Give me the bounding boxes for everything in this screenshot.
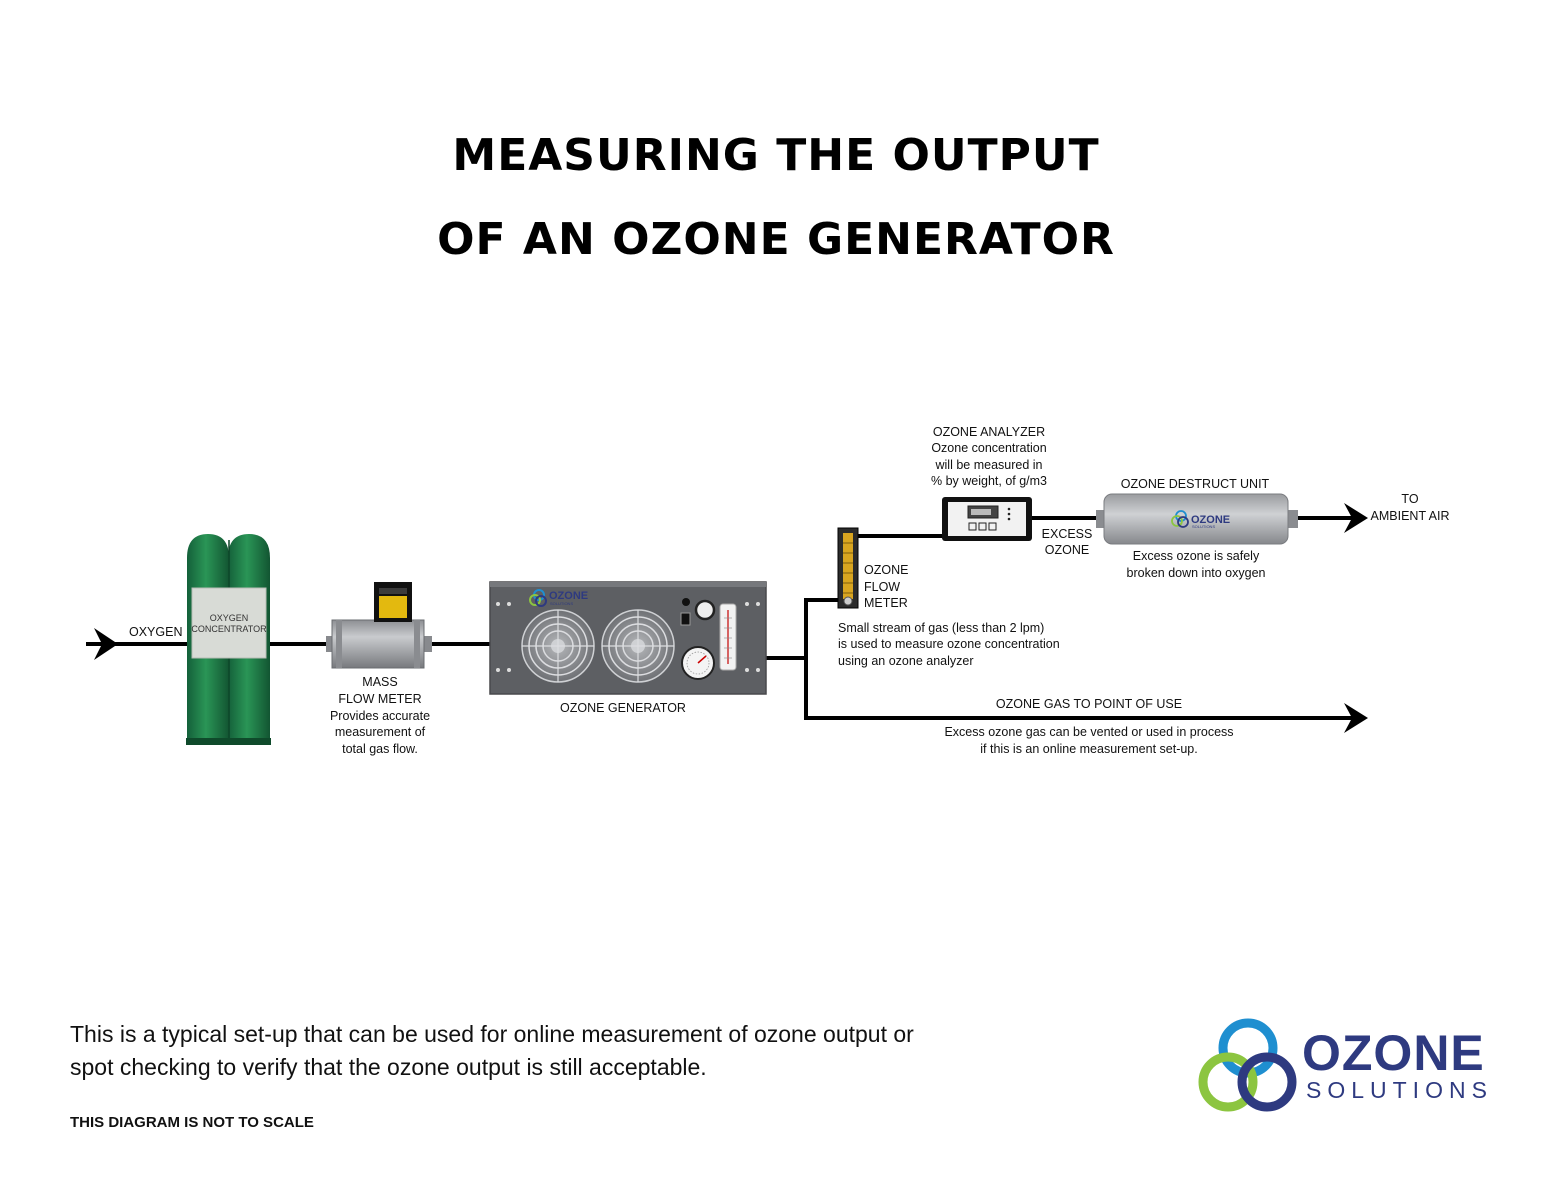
ambient-air-label-2: AMBIENT AIR	[1371, 509, 1450, 523]
thermometer-icon	[719, 603, 737, 671]
ozone-destruct-unit: OZONE SOLUTIONS	[1096, 493, 1298, 545]
footer-line-1: This is a typical set-up that can be use…	[70, 1021, 914, 1047]
destruct-unit-brand: OZONE	[1191, 514, 1230, 526]
point-of-use-note-2: if this is an online measurement set-up.	[980, 742, 1197, 756]
excess-ozone-label-2: OZONE	[1045, 543, 1089, 557]
excess-ozone-label-1: EXCESS	[1042, 527, 1093, 541]
knob-icon	[694, 599, 716, 621]
flow-meter-note-2: is used to measure ozone concentration	[838, 637, 1060, 651]
flow-meter-note-3: using an ozone analyzer	[838, 654, 974, 668]
footer-line-2: spot checking to verify that the ozone o…	[70, 1054, 707, 1080]
generator-brand: OZONE	[549, 590, 588, 602]
page-title-line2: OF AN OZONE GENERATOR	[437, 214, 1115, 265]
power-switch-icon	[680, 612, 691, 626]
oxygen-concentrator: OXYGEN CONCENTRATOR	[186, 534, 271, 745]
cooling-fan-icon	[601, 609, 675, 683]
cooling-fan-icon	[521, 609, 595, 683]
indicator-light-icon	[682, 598, 690, 606]
point-of-use-arrow	[1344, 703, 1368, 733]
ambient-air-arrow	[1344, 503, 1368, 533]
point-of-use-label: OZONE GAS TO POINT OF USE	[996, 697, 1182, 711]
ozone-analyzer-label-1: OZONE ANALYZER	[933, 425, 1045, 439]
generator-logo-icon	[529, 589, 547, 607]
generator-brand-sub: SOLUTIONS	[550, 601, 573, 606]
ozone-analyzer-label-2: Ozone concentration	[931, 441, 1046, 455]
ozone-solutions-logo-icon	[1198, 1018, 1297, 1112]
ozone-generator: OZONE SOLUTIONS	[489, 581, 767, 695]
scale-note: THIS DIAGRAM IS NOT TO SCALE	[70, 1114, 314, 1131]
pressure-gauge-icon	[681, 646, 715, 680]
flow-meter-note-1: Small stream of gas (less than 2 lpm)	[838, 621, 1044, 635]
oxygen-concentrator-label-2: CONCENTRATOR	[191, 624, 267, 634]
ozone-analyzer-label-4: % by weight, of g/m3	[931, 474, 1047, 488]
ozone-flow-meter	[837, 527, 859, 609]
mass-flow-meter-label-1: MASS	[362, 675, 397, 689]
mass-flow-meter-note-2: measurement of	[335, 725, 426, 739]
footer-description: This is a typical set-up that can be use…	[70, 1018, 1070, 1084]
oxygen-input-label: OXYGEN	[129, 625, 183, 639]
destruct-unit-label: OZONE DESTRUCT UNIT	[1121, 477, 1270, 491]
oxygen-inlet-arrow	[94, 628, 118, 660]
ozone-flow-meter-label-3: METER	[864, 596, 908, 610]
ozone-analyzer	[942, 497, 1032, 541]
process-lines	[86, 516, 1352, 720]
oxygen-concentrator-label-1: OXYGEN	[210, 613, 249, 623]
ambient-air-label-1: TO	[1401, 492, 1418, 506]
ozone-flow-meter-label-1: OZONE	[864, 563, 908, 577]
mass-flow-meter-note-1: Provides accurate	[330, 709, 430, 723]
mass-flow-meter-label-2: FLOW METER	[338, 692, 421, 706]
point-of-use-note-1: Excess ozone gas can be vented or used i…	[944, 725, 1233, 739]
mass-flow-meter	[326, 582, 432, 669]
ozone-generator-label: OZONE GENERATOR	[560, 701, 686, 715]
logo-wordmark: OZONE	[1302, 1025, 1485, 1081]
mass-flow-meter-note-3: total gas flow.	[342, 742, 418, 756]
page-title-line1: MEASURING THE OUTPUT	[452, 130, 1100, 181]
ozone-analyzer-label-3: will be measured in	[935, 458, 1043, 472]
ozone-flow-meter-label-2: FLOW	[864, 580, 900, 594]
destruct-unit-note-2: broken down into oxygen	[1127, 566, 1266, 580]
logo-subtitle: SOLUTIONS	[1306, 1077, 1493, 1103]
destruct-unit-note-1: Excess ozone is safely	[1133, 549, 1260, 563]
destruct-unit-brand-sub: SOLUTIONS	[1192, 524, 1215, 529]
